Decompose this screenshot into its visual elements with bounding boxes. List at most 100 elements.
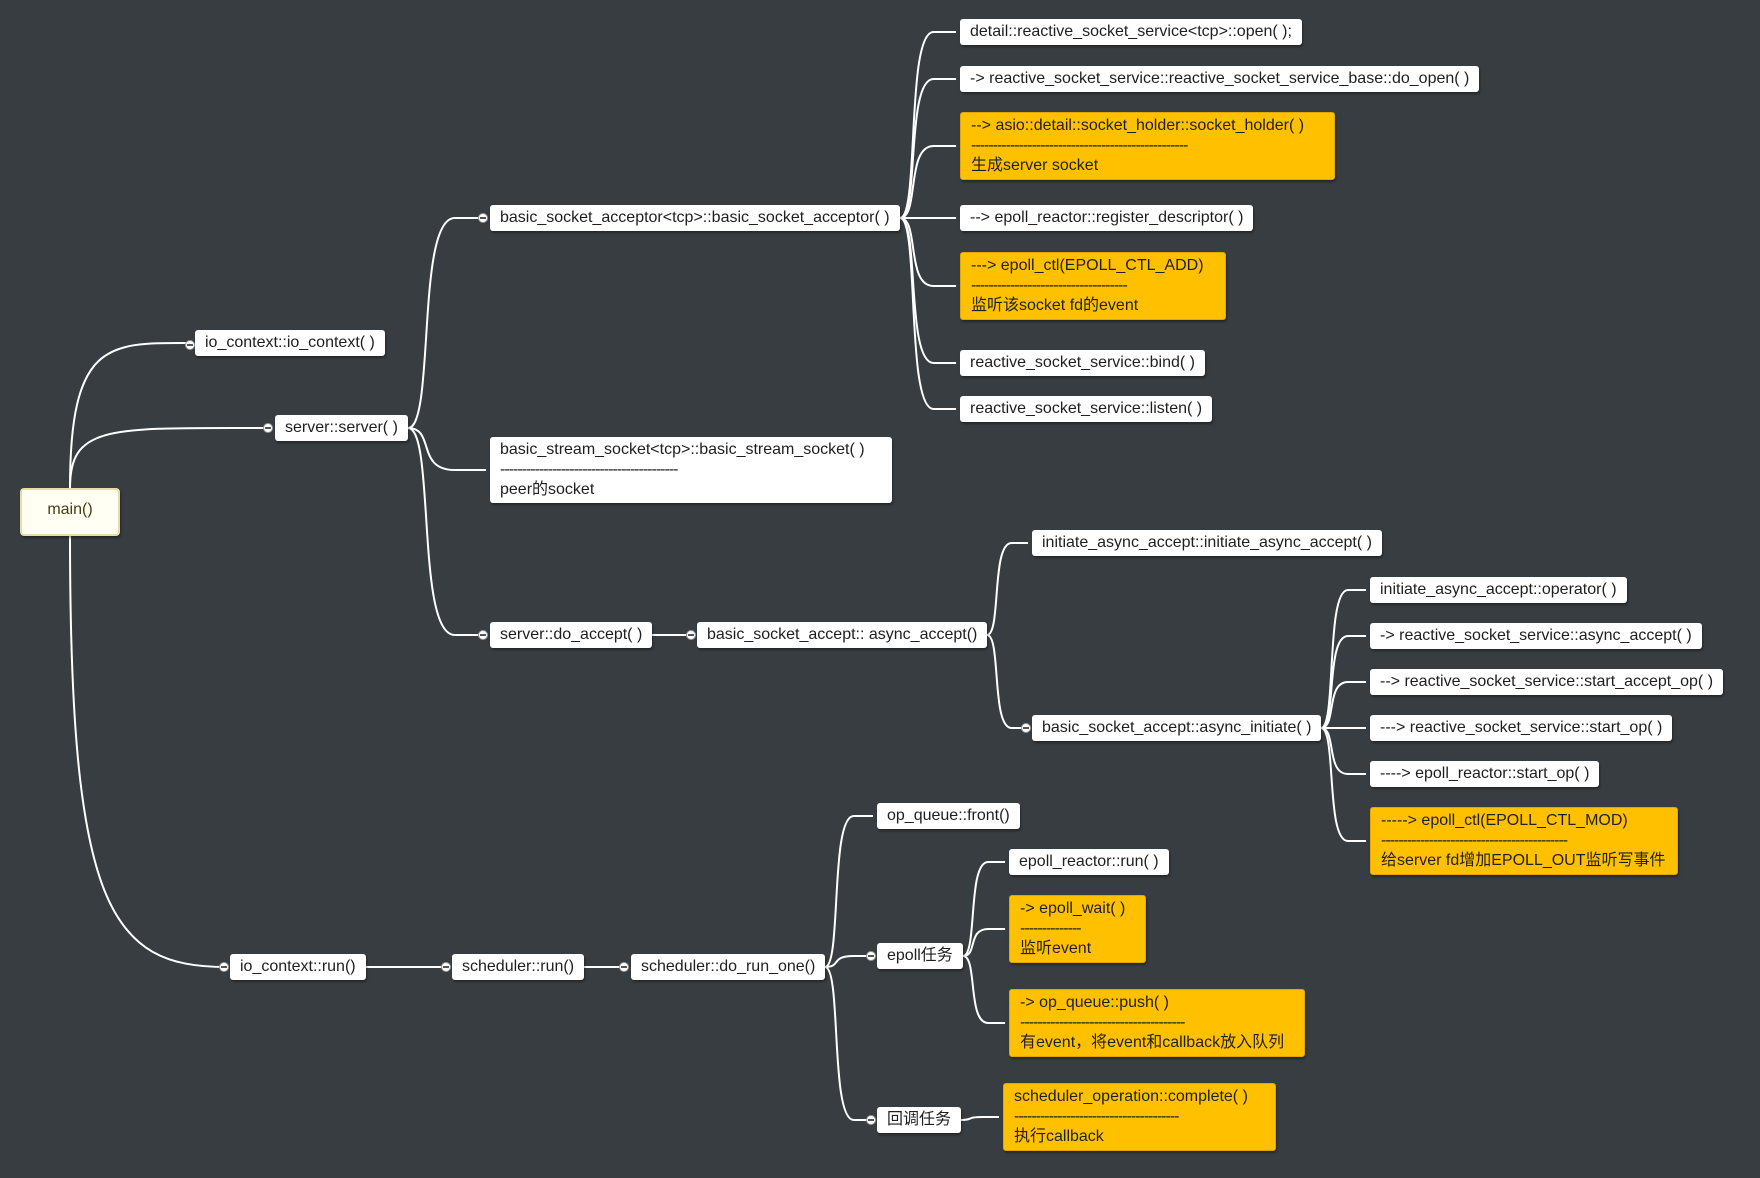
node-label: 回调任务	[887, 1111, 952, 1128]
node-start-accept-op[interactable]: --> reactive_socket_service::start_accep…	[1370, 669, 1724, 695]
connector-main-to-io-context-run	[69, 535, 227, 968]
node-line: -----> epoll_ctl(EPOLL_CTL_MOD)	[1381, 812, 1628, 829]
node-label: ---> reactive_socket_service::start_op( …	[1380, 719, 1663, 736]
connector-async-initiate-to-epoll-ctl-mod	[1320, 727, 1366, 842]
connector-main-to-server-ctor	[69, 426, 272, 489]
node-line: ---> epoll_ctl(EPOLL_CTL_ADD)	[971, 257, 1204, 274]
node-io-context-ctor[interactable]: io_context::io_context( )	[195, 330, 385, 356]
node-label: basic_socket_accept::async_initiate( )	[1042, 719, 1312, 736]
node-label: ----> epoll_reactor::start_op( )	[1380, 765, 1590, 782]
node-divider: ----------------------------------------…	[1381, 832, 1568, 849]
node-divider: --------------------------------------	[1020, 1014, 1185, 1031]
node-label: --> reactive_socket_service::start_accep…	[1380, 673, 1714, 690]
node-register-descriptor[interactable]: --> epoll_reactor::register_descriptor( …	[960, 205, 1254, 231]
node-line: 有event，将event和callback放入队列	[1020, 1034, 1285, 1051]
connector-server-ctor-to-acceptor-ctor	[407, 217, 486, 429]
node-label: main()	[47, 501, 93, 518]
node-initiate-ctor[interactable]: initiate_async_accept::initiate_async_ac…	[1032, 530, 1382, 556]
collapse-toggle-do-accept[interactable]	[478, 630, 488, 640]
node-line: scheduler_operation::complete( )	[1014, 1088, 1248, 1105]
node-label: epoll任务	[887, 947, 953, 964]
node-acceptor-ctor[interactable]: basic_socket_acceptor<tcp>::basic_socket…	[490, 205, 900, 231]
node-label: --> epoll_reactor::register_descriptor( …	[970, 209, 1244, 226]
node-label: scheduler::run()	[462, 958, 575, 975]
connector-callback-task-to-complete	[960, 1116, 999, 1121]
connector-async-initiate-to-start-accept-op	[1320, 681, 1366, 729]
node-label: initiate_async_accept::initiate_async_ac…	[1042, 534, 1372, 551]
node-epoll-wait[interactable]: -> epoll_wait( ) -------------- 监听event	[1009, 895, 1146, 963]
node-label: reactive_socket_service::listen( )	[970, 400, 1203, 417]
node-divider: --------------------------------------	[1014, 1108, 1179, 1125]
connector-do-run-one-to-epoll-task	[824, 955, 873, 968]
connector-epoll-task-to-epoll-wait	[962, 928, 1005, 957]
connector-main-to-io-context-ctor	[69, 341, 192, 489]
node-divider: ----------------------------------------…	[500, 461, 678, 478]
node-callback-task[interactable]: 回调任务	[877, 1107, 962, 1133]
node-line: 监听该socket fd的event	[971, 297, 1139, 314]
node-initiate-operator[interactable]: initiate_async_accept::operator( )	[1370, 577, 1627, 603]
node-line: 执行callback	[1014, 1128, 1104, 1145]
node-async-accept[interactable]: basic_socket_accept:: async_accept()	[697, 622, 988, 648]
node-reactor-run[interactable]: epoll_reactor::run( )	[1009, 849, 1169, 875]
node-label: -> reactive_socket_service::reactive_soc…	[970, 70, 1470, 87]
collapse-toggle-async-initiate[interactable]	[1021, 723, 1031, 733]
node-label: server::server( )	[285, 419, 398, 436]
node-label: reactive_socket_service::bind( )	[970, 354, 1195, 371]
collapse-toggle-io-context-ctor[interactable]	[185, 340, 195, 350]
collapse-toggle-callback-task[interactable]	[866, 1115, 876, 1125]
collapse-toggle-io-context-run[interactable]	[219, 962, 229, 972]
collapse-toggle-epoll-task[interactable]	[866, 951, 876, 961]
node-bind[interactable]: reactive_socket_service::bind( )	[960, 350, 1205, 376]
node-scheduler-run[interactable]: scheduler::run()	[452, 954, 585, 980]
node-reactor-start-op[interactable]: ----> epoll_reactor::start_op( )	[1370, 761, 1600, 787]
node-io-context-run[interactable]: io_context::run()	[230, 954, 366, 980]
connector-acceptor-ctor-to-open	[899, 31, 956, 219]
node-do-accept[interactable]: server::do_accept( )	[490, 622, 653, 648]
node-label: -> reactive_socket_service::async_accept…	[1380, 627, 1692, 644]
node-label: initiate_async_accept::operator( )	[1380, 581, 1617, 598]
node-listen[interactable]: reactive_socket_service::listen( )	[960, 396, 1213, 422]
node-label: io_context::io_context( )	[205, 334, 375, 351]
node-label: server::do_accept( )	[500, 626, 643, 643]
node-open[interactable]: detail::reactive_socket_service<tcp>::op…	[960, 19, 1302, 45]
connector-epoll-task-to-op-queue-push	[962, 955, 1005, 1024]
node-complete[interactable]: scheduler_operation::complete( ) -------…	[1003, 1083, 1276, 1151]
connector-epoll-task-to-reactor-run	[962, 861, 1005, 957]
node-label: op_queue::front()	[887, 807, 1010, 824]
node-line: -> op_queue::push( )	[1020, 994, 1169, 1011]
node-op-queue-front[interactable]: op_queue::front()	[877, 803, 1020, 829]
node-socket-holder[interactable]: --> asio::detail::socket_holder::socket_…	[960, 112, 1335, 180]
node-epoll-ctl-add[interactable]: ---> epoll_ctl(EPOLL_CTL_ADD) ----------…	[960, 252, 1226, 320]
connector-acceptor-ctor-to-do-open	[899, 78, 956, 219]
collapse-toggle-scheduler-run[interactable]	[441, 962, 451, 972]
node-do-open[interactable]: -> reactive_socket_service::reactive_soc…	[960, 66, 1480, 92]
node-do-run-one[interactable]: scheduler::do_run_one()	[631, 954, 826, 980]
connector-server-ctor-to-stream-socket	[407, 427, 486, 471]
node-main[interactable]: main()	[20, 488, 120, 536]
node-line: 监听event	[1020, 940, 1092, 957]
node-stream-socket[interactable]: basic_stream_socket<tcp>::basic_stream_s…	[490, 437, 892, 503]
connector-acceptor-ctor-to-socket-holder	[899, 145, 956, 219]
connector-async-initiate-to-reactor-start-op	[1320, 727, 1366, 775]
node-epoll-ctl-mod[interactable]: -----> epoll_ctl(EPOLL_CTL_MOD) --------…	[1370, 807, 1678, 875]
connector-acceptor-ctor-to-epoll-ctl-add	[899, 217, 956, 287]
collapse-toggle-acceptor-ctor[interactable]	[478, 213, 488, 223]
node-server-ctor[interactable]: server::server( )	[275, 415, 408, 441]
node-label: detail::reactive_socket_service<tcp>::op…	[970, 23, 1292, 40]
node-op-queue-push[interactable]: -> op_queue::push( ) -------------------…	[1009, 989, 1305, 1057]
collapse-toggle-async-accept[interactable]	[686, 630, 696, 640]
node-divider: ------------------------------------	[971, 277, 1128, 294]
node-divider: --------------	[1020, 920, 1082, 937]
node-label: epoll_reactor::run( )	[1019, 853, 1159, 870]
node-label: io_context::run()	[240, 958, 356, 975]
node-epoll-task[interactable]: epoll任务	[877, 943, 963, 969]
node-label: basic_socket_accept:: async_accept()	[707, 626, 978, 643]
collapse-toggle-server-ctor[interactable]	[263, 423, 273, 433]
connector-acceptor-ctor-to-listen	[899, 217, 956, 410]
node-line: 生成server socket	[971, 157, 1099, 174]
node-async-initiate[interactable]: basic_socket_accept::async_initiate( )	[1032, 715, 1322, 741]
collapse-toggle-do-run-one[interactable]	[619, 962, 629, 972]
node-start-op[interactable]: ---> reactive_socket_service::start_op( …	[1370, 715, 1673, 741]
node-rs-async-accept[interactable]: -> reactive_socket_service::async_accept…	[1370, 623, 1702, 649]
node-label: basic_socket_acceptor<tcp>::basic_socket…	[500, 209, 890, 226]
